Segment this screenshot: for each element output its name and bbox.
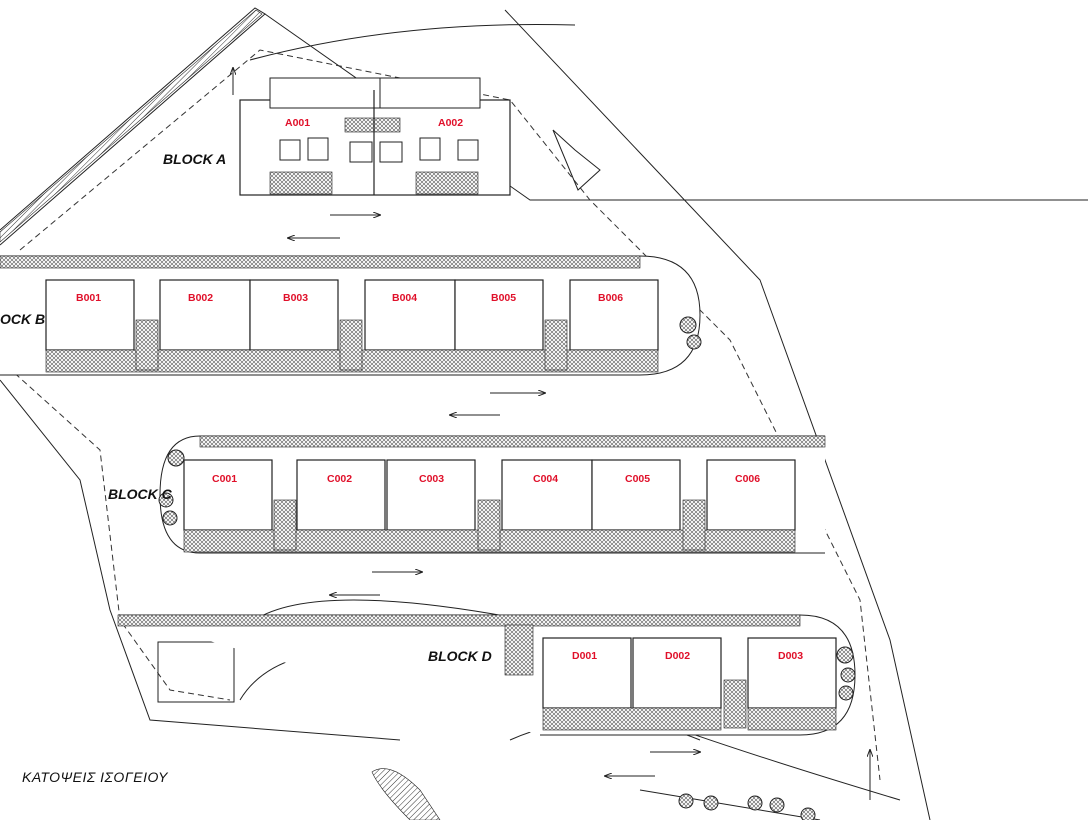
unit-label-b002: B002 (188, 292, 213, 304)
block-b: OCK B B001 B002 B003 B004 B005 B006 (0, 255, 702, 376)
block-c: BLOCK C C001 C002 C003 C004 C005 C006 (108, 435, 826, 554)
unit-label-b006: B006 (598, 292, 623, 304)
unit-label-d001: D001 (572, 650, 597, 662)
unit-label-c006: C006 (735, 473, 760, 485)
unit-label-c003: C003 (419, 473, 444, 485)
block-c-label: BLOCK C (108, 486, 173, 502)
block-d-label: BLOCK D (428, 648, 492, 664)
unit-label-b004: B004 (392, 292, 417, 304)
block-a-label: BLOCK A (163, 151, 226, 167)
unit-label-c002: C002 (327, 473, 352, 485)
unit-label-c005: C005 (625, 473, 650, 485)
plan-title: ΚΑΤΟΨΕΙΣ ΙΣΟΓΕΙΟΥ (22, 769, 169, 785)
unit-label-d002: D002 (665, 650, 690, 662)
block-b-label: OCK B (0, 311, 45, 327)
unit-label-a002: A002 (438, 117, 463, 129)
unit-label-d003: D003 (778, 650, 803, 662)
unit-label-a001: A001 (285, 117, 310, 129)
unit-label-b003: B003 (283, 292, 308, 304)
block-d: BLOCK D D001 D002 D003 (117, 614, 856, 820)
unit-label-c004: C004 (533, 473, 558, 485)
block-a: BLOCK A A001 A002 (163, 77, 511, 196)
traffic-arrows (233, 68, 870, 800)
unit-label-b005: B005 (491, 292, 516, 304)
unit-label-b001: B001 (76, 292, 101, 304)
unit-label-c001: C001 (212, 473, 237, 485)
